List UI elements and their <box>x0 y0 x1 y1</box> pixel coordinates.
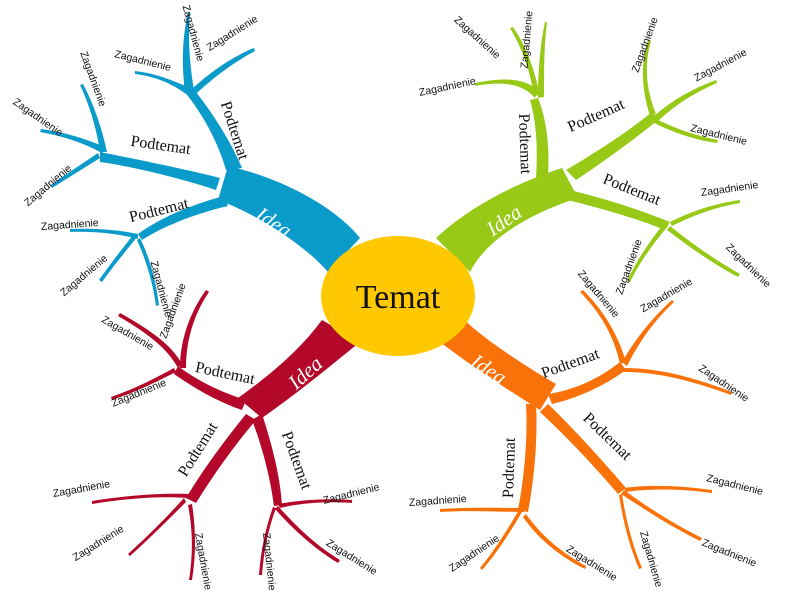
twig <box>621 490 702 541</box>
twig <box>118 313 182 368</box>
subtopic-label: Zagadnienie <box>700 179 759 199</box>
subtopic-label: Zagadnienie <box>11 96 65 139</box>
topic-limb <box>100 152 220 190</box>
branch-bottom-left <box>92 290 360 580</box>
twig <box>180 290 209 368</box>
subtopic-label: Zagadnienie <box>705 472 764 498</box>
subtopic-label: Zagadnienie <box>110 377 168 410</box>
topic-limb <box>518 404 537 512</box>
topic-limb <box>540 404 626 494</box>
twig <box>440 507 526 512</box>
subtopic-label: Zagadnienie <box>723 241 773 290</box>
subtopic-label: Zagadnienie <box>71 523 127 564</box>
twig <box>670 200 740 226</box>
twig <box>191 48 255 93</box>
twig <box>624 368 732 395</box>
twig <box>538 22 547 98</box>
twig <box>580 290 626 364</box>
topic-limb <box>566 112 658 180</box>
central-topic-node <box>321 236 475 356</box>
twig <box>619 494 642 569</box>
topic-limb <box>252 414 282 506</box>
subtopic-label: Zagadnienie <box>77 50 108 109</box>
central-topic-label: Temat <box>356 279 441 316</box>
twig <box>627 222 668 282</box>
topic-limb <box>138 196 228 240</box>
twig <box>92 493 190 504</box>
twig <box>137 238 159 306</box>
twig <box>278 499 352 508</box>
idea-trunk <box>440 318 556 410</box>
twig <box>128 498 186 556</box>
twig <box>111 368 176 400</box>
twig <box>259 507 276 575</box>
subtopic-label: Zagadnienie <box>41 217 100 233</box>
twig <box>480 510 522 570</box>
subtopic-label: Zagadnienie <box>409 493 468 509</box>
twig <box>40 129 105 153</box>
subtopic-label: Zagadnienie <box>322 481 381 507</box>
twig <box>654 80 717 121</box>
subtopic-label: Zagadnienie <box>689 122 748 148</box>
topic-label: Podtemat <box>500 437 519 499</box>
subtopic-label: Zagadnienie <box>564 543 620 584</box>
twig <box>182 12 194 92</box>
topic-limb <box>530 98 549 178</box>
twig <box>510 27 540 96</box>
idea-trunk <box>436 168 578 272</box>
subtopic-label: Zagadnienie <box>113 48 172 74</box>
twig <box>135 71 190 94</box>
twig <box>622 300 674 366</box>
branch-bottom-right <box>440 290 732 570</box>
twig <box>523 514 586 569</box>
branch-top-right <box>436 22 740 282</box>
subtopic-label: Zagadnienie <box>205 13 261 54</box>
twig <box>642 40 656 116</box>
twig <box>624 485 712 493</box>
subtopic-label: Zagadnienie <box>700 537 758 570</box>
twig <box>652 118 718 143</box>
idea-trunk <box>218 166 360 272</box>
subtopic-label: Zagadnienie <box>418 75 477 99</box>
subtopic-label: Zagadnienie <box>22 162 74 208</box>
subtopic-label: Zagadnienie <box>452 14 503 62</box>
topic-label: Podtemat <box>278 429 315 492</box>
twig <box>80 84 107 152</box>
branch-top-left <box>40 12 360 306</box>
twig <box>51 153 100 188</box>
subtopic-label: Zagadnienie <box>52 478 111 500</box>
topic-label: Podtemat <box>130 133 193 158</box>
topic-label: Podtemat <box>515 113 534 175</box>
topic-label: Podtemat <box>539 345 602 382</box>
topic-limb <box>174 366 246 410</box>
subtopic-label: Zagadnienie <box>692 46 749 84</box>
twig <box>275 506 340 563</box>
twig <box>99 234 137 282</box>
subtopic-label: Zagadnienie <box>519 10 536 69</box>
twig <box>70 228 138 239</box>
subtopic-label: Zagadnienie <box>614 238 645 297</box>
topic-limb <box>183 86 242 170</box>
twig <box>667 226 740 277</box>
topic-label: Podtemat <box>565 96 628 136</box>
topic-limb <box>568 190 670 230</box>
idea-trunk <box>238 320 360 418</box>
subtopic-label: Zagadnienie <box>192 532 214 591</box>
topic-limb <box>186 414 256 503</box>
topic-limb <box>548 362 626 404</box>
twig <box>188 504 195 580</box>
twig <box>475 79 538 98</box>
subtopic-label: Zagadnienie <box>637 530 665 589</box>
